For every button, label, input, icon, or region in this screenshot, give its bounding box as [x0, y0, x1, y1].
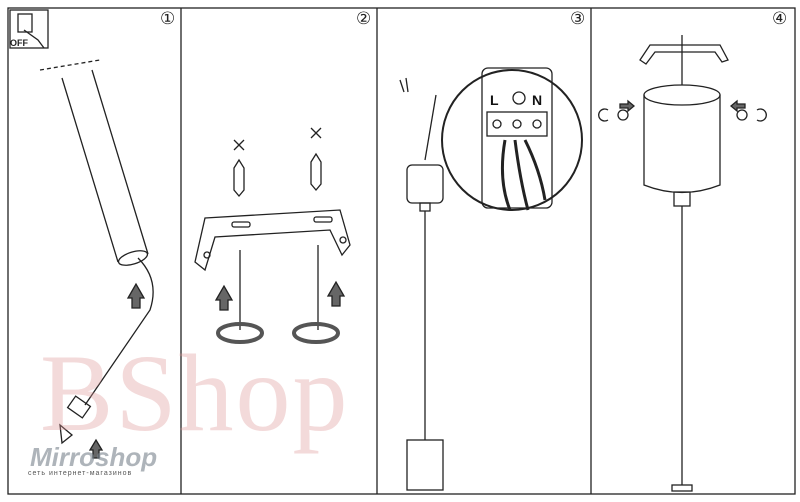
- pendant-wiring: L N: [399, 67, 583, 491]
- step-number-1: ①: [160, 9, 176, 28]
- pendant-canopy-mounted: [598, 35, 767, 492]
- arrow-left-icon: [729, 99, 746, 113]
- shop-logo-tagline: сеть интернет-магазинов: [28, 470, 133, 477]
- arrow-right-icon: [619, 99, 636, 113]
- rotate-icon: [292, 322, 340, 344]
- pendant-tube: [39, 59, 154, 445]
- shop-logo: Mirroshop: [30, 442, 158, 472]
- rotate-icon: [216, 322, 264, 344]
- step-number-4: ④: [772, 9, 788, 28]
- screw-icon: [617, 109, 629, 121]
- terminal-label-live: L: [490, 92, 499, 108]
- arrow-up-icon: [326, 280, 346, 307]
- switch-off-label: OFF: [10, 38, 28, 48]
- frame: [7, 7, 796, 495]
- step-number-3: ③: [570, 9, 586, 28]
- terminal-label-neutral: N: [532, 92, 542, 108]
- power-switch-icon: [9, 9, 49, 49]
- arrow-up-icon: [126, 282, 146, 309]
- arrow-up-icon: [88, 438, 104, 459]
- arrow-up-icon: [214, 284, 234, 311]
- ground-icon: [512, 91, 526, 105]
- watermark: BShop: [40, 332, 350, 454]
- screwdriver-icon: [399, 77, 409, 93]
- step-number-2: ②: [356, 9, 372, 28]
- screw-icon: [736, 109, 748, 121]
- wall-plug-screws: [214, 127, 346, 344]
- mounting-bracket: [194, 209, 351, 272]
